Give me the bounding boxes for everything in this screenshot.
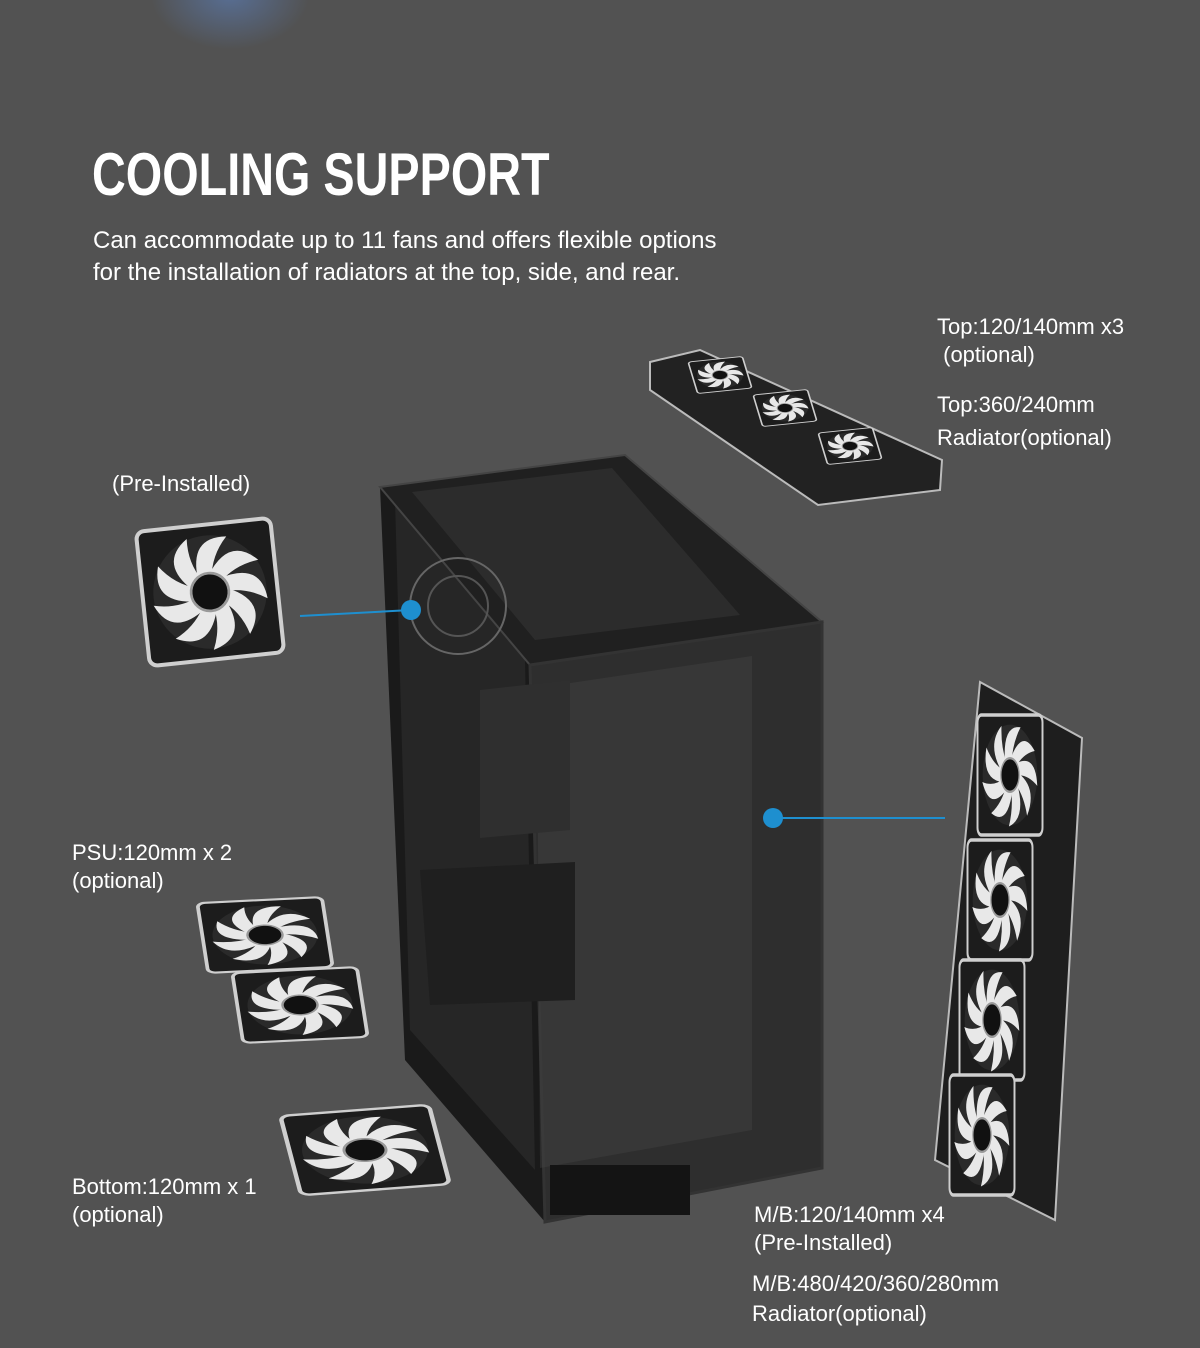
label-line: (Pre-Installed) bbox=[754, 1230, 893, 1255]
label-line: M/B:480/420/360/280mm bbox=[752, 1271, 1000, 1296]
label-line: (optional) bbox=[72, 868, 164, 893]
label-line: M/B:120/140mm x4 bbox=[754, 1202, 945, 1227]
label-top-fans: Top:120/140mm x3 (optional) bbox=[937, 313, 1124, 369]
label-rear-fan: (Pre-Installed) bbox=[112, 470, 250, 498]
label-line: PSU:120mm x 2 bbox=[72, 840, 233, 865]
bottom-fan bbox=[280, 1105, 449, 1195]
callout-dot bbox=[401, 600, 421, 620]
label-line: Radiator(optional) bbox=[937, 425, 1112, 450]
pc-case bbox=[378, 453, 825, 1224]
label-line: Top:360/240mm bbox=[937, 392, 1095, 417]
label-mb-fans: M/B:120/140mm x4 (Pre-Installed) bbox=[754, 1201, 945, 1257]
description: Can accommodate up to 11 fans and offers… bbox=[93, 225, 813, 289]
label-line: Bottom:120mm x 1 bbox=[72, 1174, 257, 1199]
psu-fans bbox=[195, 895, 370, 1045]
top-fans bbox=[649, 348, 944, 507]
side-fans bbox=[933, 680, 1084, 1222]
rear-fan bbox=[136, 518, 284, 666]
description-line: for the installation of radiators at the… bbox=[93, 259, 681, 286]
label-line: Top:120/140mm x3 bbox=[937, 314, 1125, 339]
description-line: Can accommodate up to 11 fans and offers… bbox=[93, 227, 717, 254]
callout-line bbox=[299, 609, 412, 617]
label-top-radiator: Top:360/240mm Radiator(optional) bbox=[937, 388, 1112, 454]
label-mb-radiator: M/B:480/420/360/280mm Radiator(optional) bbox=[752, 1269, 999, 1329]
label-line: (optional) bbox=[937, 342, 1035, 367]
label-line: (optional) bbox=[72, 1202, 164, 1227]
callout-dot bbox=[763, 808, 783, 828]
page-title: COOLING SUPPORT bbox=[92, 141, 550, 208]
label-bottom-fan: Bottom:120mm x 1 (optional) bbox=[72, 1173, 257, 1229]
label-psu-fans: PSU:120mm x 2 (optional) bbox=[72, 839, 232, 895]
label-line: Radiator(optional) bbox=[752, 1301, 927, 1326]
label-line: (Pre-Installed) bbox=[112, 471, 251, 496]
